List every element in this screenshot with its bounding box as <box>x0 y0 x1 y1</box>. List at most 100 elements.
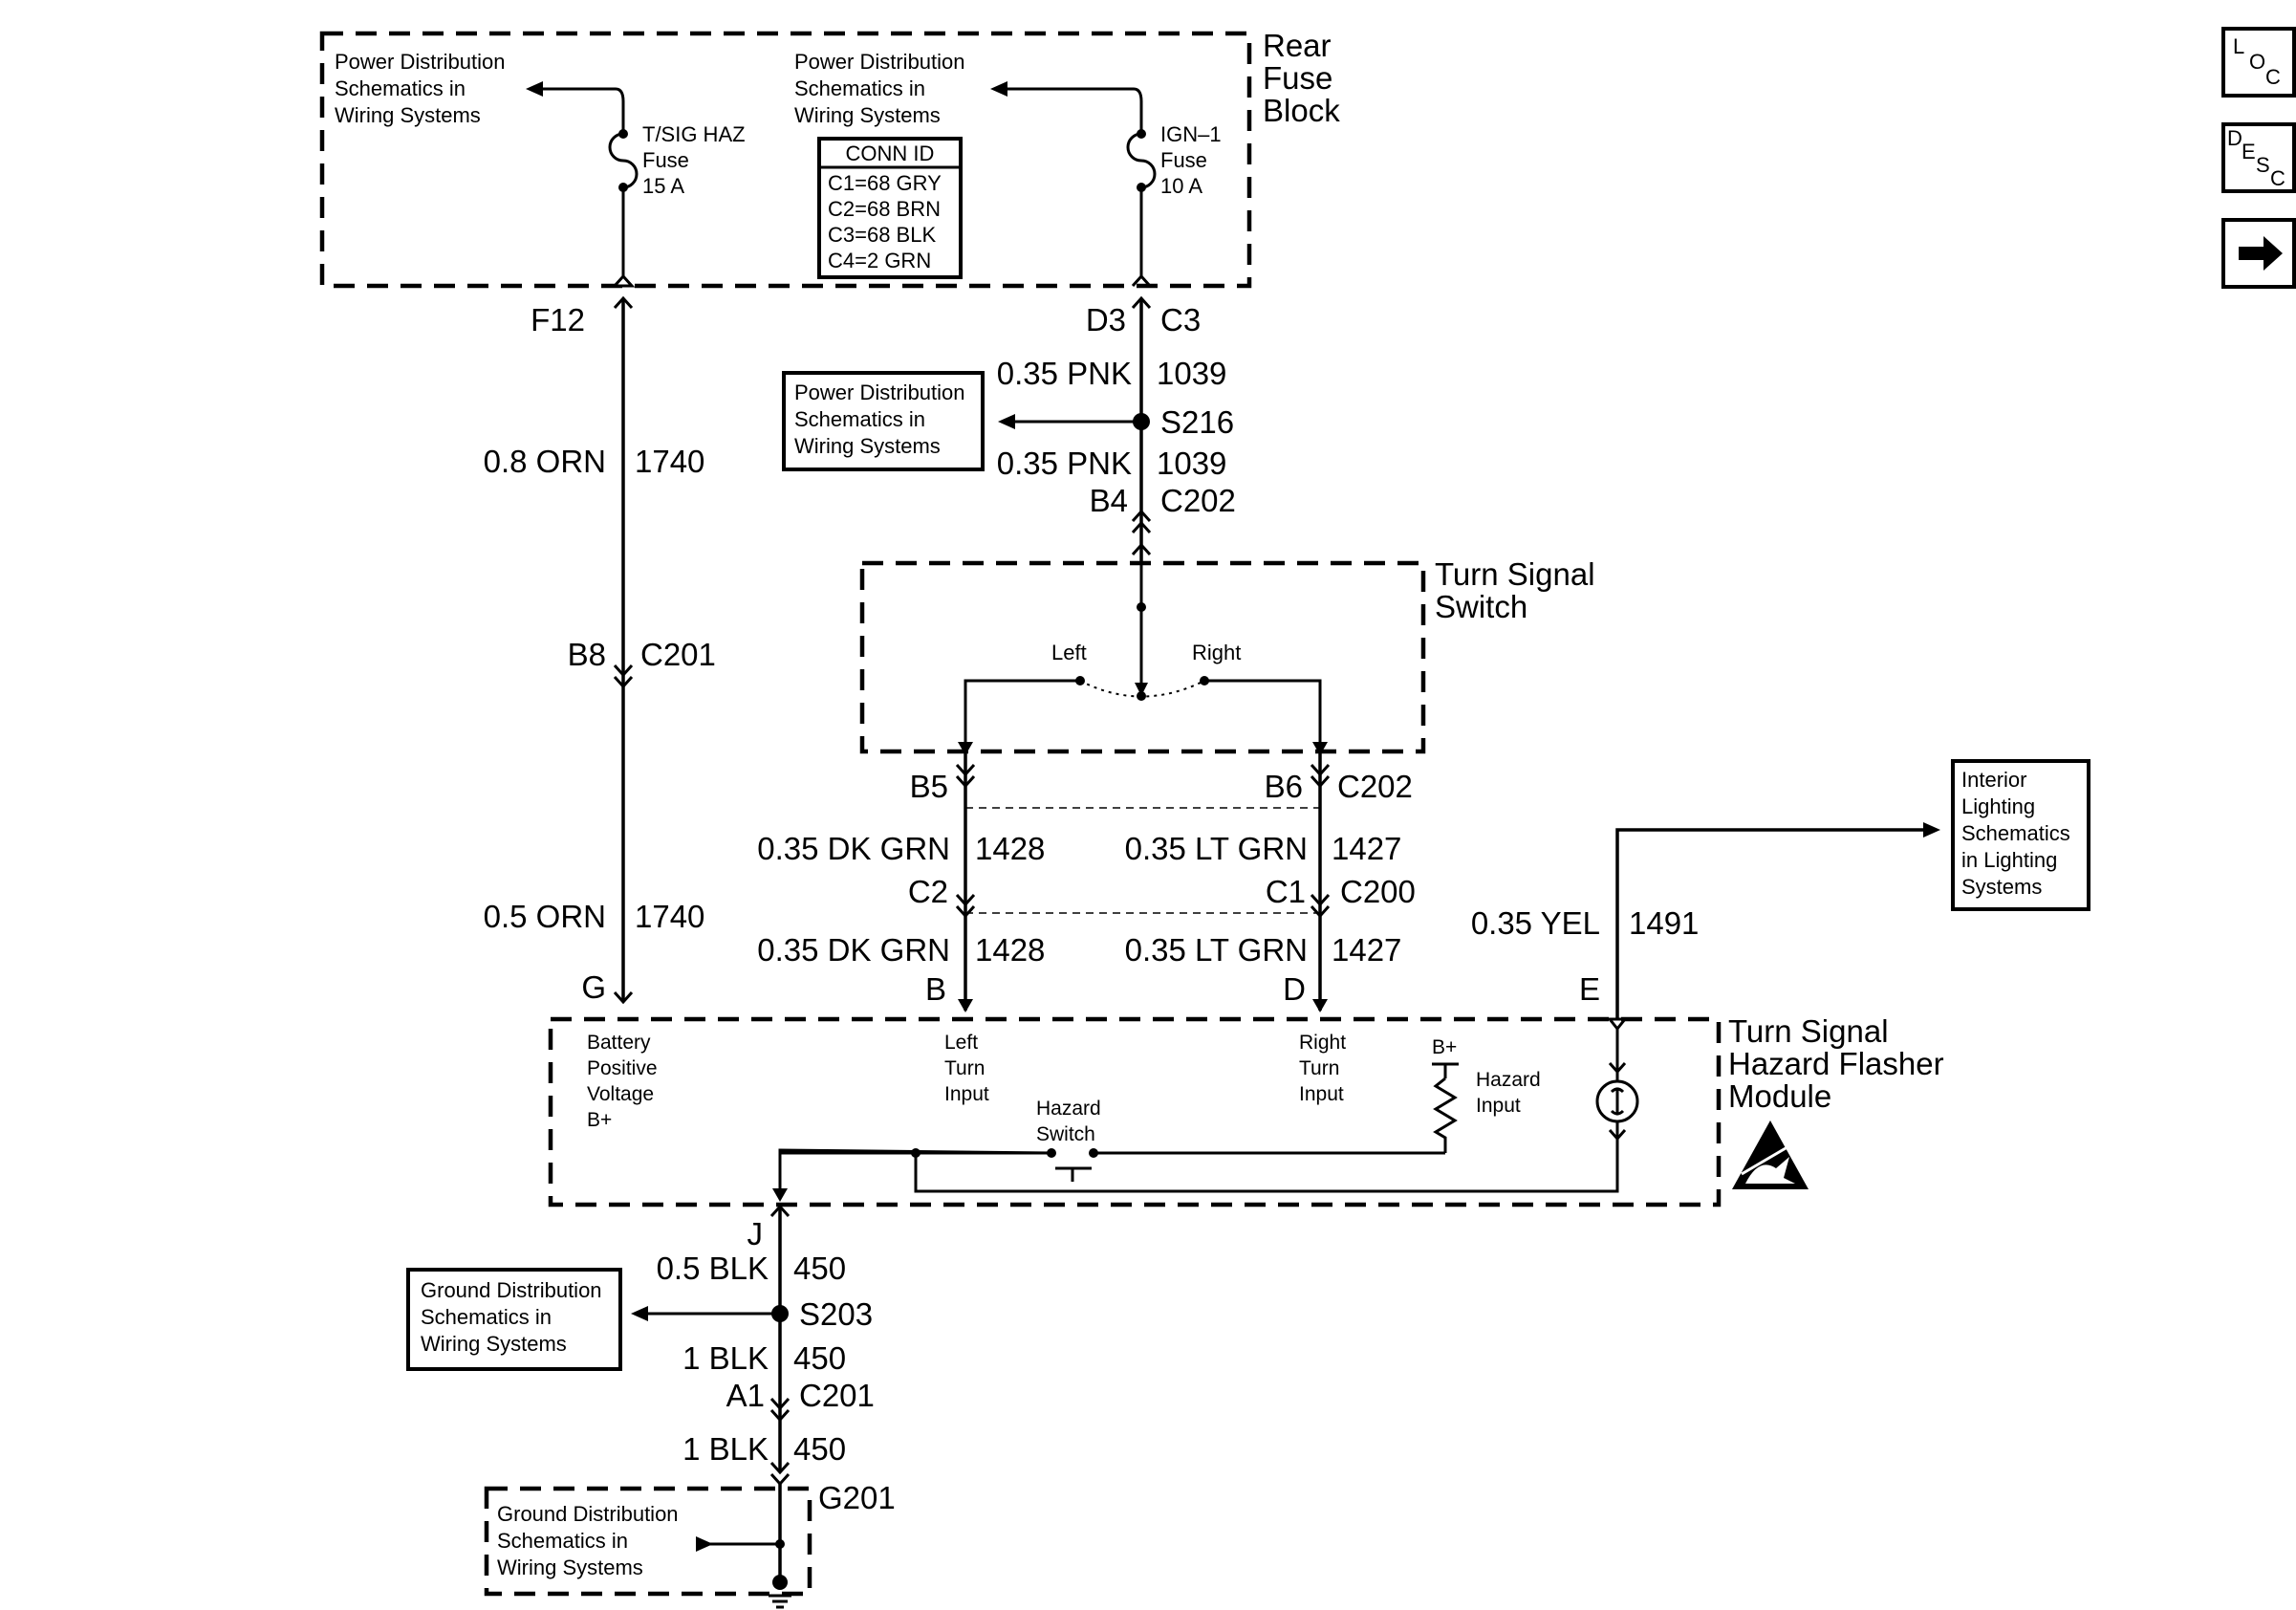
circuit-number: 1427 <box>1332 932 1401 968</box>
splice-s216: S216 <box>1160 404 1234 440</box>
conn-id-row: C1=68 GRY <box>828 171 942 195</box>
rear-fuse-block-title: Rear Fuse Block <box>1263 28 1342 128</box>
circuit-number: 1039 <box>1157 446 1226 481</box>
fuse-left-ref[interactable]: Power Distribution Schematics in Wiring … <box>335 50 511 127</box>
svg-text:O: O <box>2249 50 2265 74</box>
pin-b4: B4 <box>1090 483 1128 518</box>
svg-text:C: C <box>2265 65 2281 89</box>
svg-text:Interior Lighting: Interior Lighting Schematics in Lighting… <box>1961 768 2076 899</box>
hazard-switch-symbol <box>1055 1166 1092 1182</box>
svg-text:D: D <box>2227 126 2242 150</box>
fuse-center-ref-arrow <box>990 81 1007 97</box>
turn-signal-switch-outline <box>859 560 1426 754</box>
rear-fuse-block: Rear Fuse Block Power Distribution Schem… <box>319 28 1342 289</box>
loc-button[interactable]: L O C <box>2221 27 2296 98</box>
circuit-number: 1427 <box>1332 831 1401 866</box>
ground-g201: G201 <box>818 1480 896 1515</box>
conn-id-row: C3=68 BLK <box>828 223 936 247</box>
circuit-number: 1740 <box>635 899 704 934</box>
fuse-center-ref[interactable]: Power Distribution Schematics in Wiring … <box>794 50 971 127</box>
wire-size: 0.8 ORN <box>484 444 606 479</box>
connector-c200: C200 <box>1340 874 1416 909</box>
turn-signal-switch: Turn Signal Switch Left Right <box>859 556 1604 755</box>
right-turn-circuit-1427 <box>1310 752 1331 1012</box>
hazard-flasher-module: Turn Signal Hazard Flasher Module Batter… <box>548 1013 1953 1208</box>
hazard-input-label: Hazard Input <box>1476 1069 1547 1117</box>
lamp-driver-icon <box>1595 1029 1639 1143</box>
circuit-number: 1740 <box>635 444 704 479</box>
circuit-number: 1039 <box>1157 356 1226 391</box>
wire-size: 0.35 LT GRN <box>1125 831 1308 866</box>
pin-d: D <box>1283 971 1306 1007</box>
svg-text:L: L <box>2233 34 2244 58</box>
pin-c1: C1 <box>1266 874 1306 909</box>
pin-e: E <box>1579 971 1600 1007</box>
left-turn-input-label: Left Turn Input <box>944 1032 990 1105</box>
pin-d3: D3 <box>1086 302 1126 337</box>
ign-ref-box[interactable]: Power Distribution Schematics in Wiring … <box>782 371 985 471</box>
esd-warning-icon <box>1732 1120 1809 1189</box>
arrow-right-icon <box>2239 236 2283 271</box>
right-turn-input-label: Right Turn Input <box>1299 1032 1352 1105</box>
ign1-fuse <box>1126 129 1157 288</box>
conn-id-row: C2=68 BRN <box>828 197 941 221</box>
g201-ground-block: Ground Distribution Schematics in Wiring… <box>484 1486 812 1597</box>
pin-b5: B5 <box>910 769 948 804</box>
connector-c201: C201 <box>799 1378 875 1413</box>
connector-c3: C3 <box>1160 302 1201 337</box>
svg-text:Ground Distribution Sche: Ground Distribution Schematics in Wiring… <box>421 1278 608 1356</box>
wire-size: 0.35 DK GRN <box>757 932 950 968</box>
b-plus-label: B+ <box>1432 1036 1457 1058</box>
ground-dist-ref[interactable]: Ground Distribution Schematics in Wiring… <box>497 1502 684 1579</box>
wire-size: 1 BLK <box>682 1431 769 1467</box>
svg-text:E: E <box>2242 140 2256 163</box>
circuit-number: 450 <box>793 1340 846 1376</box>
hazard-input-resistor <box>1432 1062 1459 1153</box>
wire-size: 0.35 PNK <box>997 446 1132 481</box>
tsig-haz-fuse <box>608 129 639 288</box>
hazard-switch-label: Hazard Switch <box>1036 1098 1107 1145</box>
module-ground-wire <box>778 1151 916 1193</box>
left-turn-circuit-1428 <box>955 752 976 1012</box>
circuit-number: 450 <box>793 1251 846 1286</box>
lamp-circuit-1491 <box>1606 822 1940 1032</box>
ignition-circuit-1039 <box>998 295 1152 564</box>
interior-lighting-ref-box[interactable]: Interior Lighting Schematics in Lighting… <box>1951 759 2090 911</box>
flasher-module-title: Turn Signal Hazard Flasher Module <box>1728 1013 1953 1114</box>
wire-size: 1 BLK <box>682 1340 769 1376</box>
switch-right-label: Right <box>1192 641 1241 664</box>
connector-c201: C201 <box>640 637 716 672</box>
connector-c202: C202 <box>1337 769 1413 804</box>
circuit-number: 1428 <box>975 932 1045 968</box>
battery-circuit-1740 <box>613 295 634 1005</box>
conn-id-title: CONN ID <box>846 141 935 165</box>
pin-g: G <box>581 969 606 1005</box>
fuse-right-feed <box>1133 87 1143 134</box>
pin-b8: B8 <box>568 637 606 672</box>
pin-b6: B6 <box>1265 769 1303 804</box>
desc-button[interactable]: D E S C <box>2221 122 2296 193</box>
fuse-left-feed <box>615 87 625 134</box>
svg-text:Power Distribution Schem: Power Distribution Schematics in Wiring … <box>794 381 971 458</box>
conn-id-row: C4=2 GRN <box>828 249 931 272</box>
ground-ref-box[interactable]: Ground Distribution Schematics in Wiring… <box>406 1268 622 1371</box>
rear-fuse-block-outline <box>319 31 1252 289</box>
circuit-number: 1428 <box>975 831 1045 866</box>
wire-size: 0.35 DK GRN <box>757 831 950 866</box>
pin-j: J <box>747 1216 764 1251</box>
pin-f12: F12 <box>531 302 585 337</box>
pin-b: B <box>925 971 946 1007</box>
battery-voltage-label: Battery Positive Voltage B+ <box>587 1032 662 1131</box>
conn-id-table: CONN ID C1=68 GRY C2=68 BRN C3=68 BLK C4… <box>817 137 963 279</box>
wire-size: 0.35 YEL <box>1471 905 1600 941</box>
splice-s203: S203 <box>799 1296 873 1332</box>
switch-left-label: Left <box>1051 641 1087 664</box>
next-arrow-button[interactable] <box>2221 218 2296 289</box>
pin-c2: C2 <box>908 874 948 909</box>
turn-signal-switch-title: Turn Signal Switch <box>1435 556 1604 624</box>
wire-size: 0.35 PNK <box>997 356 1132 391</box>
flasher-module-outline <box>548 1016 1722 1208</box>
ground-circuit-450 <box>631 1151 916 1609</box>
circuit-number: 1491 <box>1629 905 1699 941</box>
